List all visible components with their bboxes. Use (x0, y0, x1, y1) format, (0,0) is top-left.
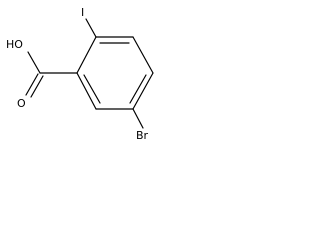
ring-bond-c2-c3 (132, 36, 154, 74)
aromatic-inner-bond-3 (83, 74, 101, 104)
iodine-atom-label: I (81, 6, 84, 19)
ring-bond-c6-c1 (76, 36, 97, 74)
c-i-bond (85, 18, 97, 38)
carboxyl-c-oh-bond (27, 51, 41, 74)
c-br-bond (132, 108, 144, 129)
hydroxyl-group-label: HO (6, 38, 23, 51)
substituent-bonds (25, 18, 144, 129)
ring-bond-c3-c4 (132, 72, 154, 110)
ring-bond-c5-c6 (76, 72, 97, 110)
bromine-atom-label: Br (136, 129, 149, 142)
structural-formula-diagram: I HO O Br (6, 6, 154, 142)
aromatic-inner-bond-2 (129, 74, 147, 104)
benzene-ring (76, 36, 154, 110)
carboxyl-c-o-double-bond-b (30, 75, 44, 98)
carbonyl-oxygen-label: O (17, 97, 26, 110)
carboxyl-c-o-double-bond-a (25, 73, 39, 96)
